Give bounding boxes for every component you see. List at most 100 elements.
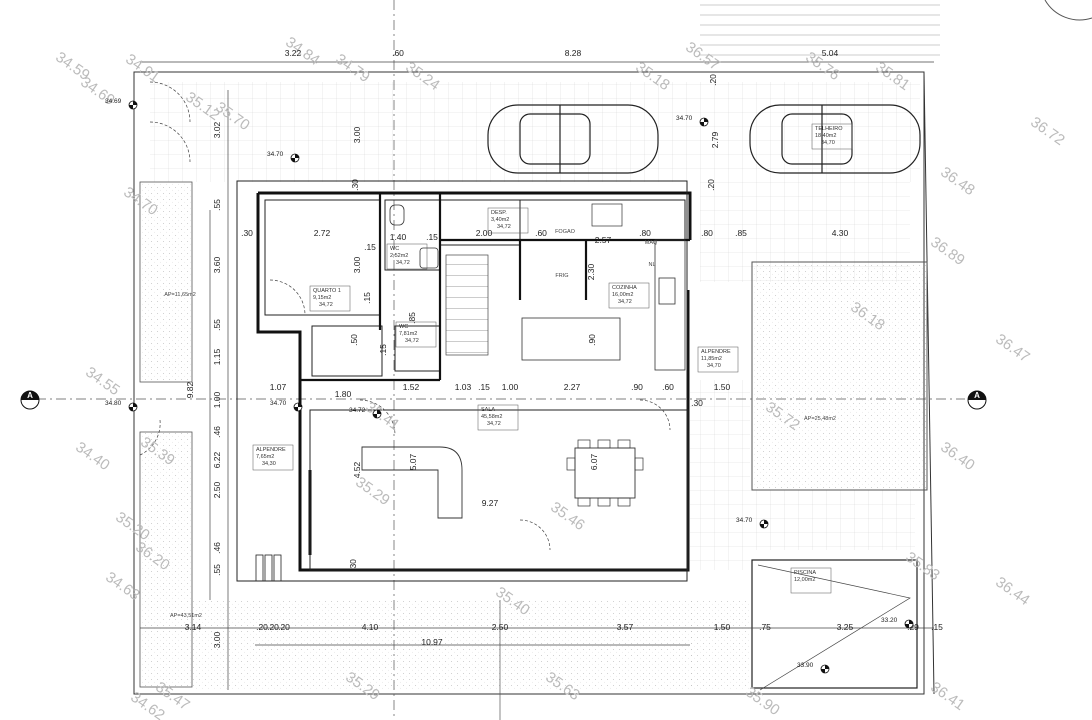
dimension-label: 2.30 [586, 263, 596, 280]
dimension-label: .29 [907, 622, 919, 632]
roof-top-right [700, 0, 940, 60]
room-area: 7,81m2 [399, 331, 417, 337]
corner-arc [1044, 0, 1092, 21]
dimension-label: .15 [378, 344, 388, 356]
dimension-label: 4.10 [362, 622, 379, 632]
kitchen-counter [654, 239, 686, 371]
contour-label: 36.89 [927, 234, 968, 269]
dimension-label: .85 [735, 228, 747, 238]
area-label: AP=11,65m2 [164, 292, 196, 298]
room-level: 34,72 [396, 260, 410, 266]
contour-label: 34.63 [102, 569, 143, 604]
fixture-label: FRIG [555, 273, 568, 279]
kitchen-island [521, 317, 621, 361]
room-name: SALA [481, 407, 495, 413]
dimension-label: 1.80 [335, 389, 352, 399]
section-mark-left: A [20, 390, 40, 410]
level-value: 34.69 [105, 98, 122, 105]
dining-table [574, 447, 636, 499]
contour-label: 36.72 [1027, 114, 1068, 149]
dimension-label: .55 [212, 564, 222, 576]
dimension-label: 1.15 [212, 348, 222, 365]
dimension-label: .60 [392, 48, 404, 58]
dimension-label: 2.27 [564, 382, 581, 392]
dimension-label: 2.50 [492, 622, 509, 632]
room-area: 18,40m2 [815, 133, 836, 139]
contour-label: 36.40 [937, 439, 978, 474]
contour-label: 34.55 [82, 364, 123, 399]
dimension-label: 1.40 [390, 232, 407, 242]
dimension-label: .20 [708, 74, 718, 86]
room-label-box [309, 285, 351, 312]
level-marker-icon [820, 664, 830, 674]
dimension-label: 3.00 [352, 126, 362, 143]
level-marker-icon [699, 117, 709, 127]
room-name: ALPENDRE [256, 447, 286, 453]
room-label-box [252, 444, 294, 471]
dimension-label: 3.22 [285, 48, 302, 58]
dimension-label: .30 [348, 559, 358, 571]
area-label: AP=25,48m2 [804, 416, 836, 422]
room-name: WC [390, 246, 399, 252]
dimension-total-label: 9.82 [185, 381, 195, 398]
house-walls [256, 191, 692, 572]
room-label-box [811, 123, 853, 150]
level-value: 33.20 [881, 617, 898, 624]
room-label-box [697, 346, 739, 373]
dimension-label: 5.07 [408, 453, 418, 470]
contour-label: 35.46 [547, 499, 588, 534]
room-label-box [487, 207, 529, 234]
room-label-box [477, 404, 519, 431]
dimension-label: 3.57 [617, 622, 634, 632]
room-level: 34,72 [487, 421, 501, 427]
level-value: 34.72 [349, 407, 366, 414]
dimension-label: 2.57 [595, 235, 612, 245]
room-name: TELHEIRO [815, 126, 843, 132]
kitchen-sink [658, 277, 676, 305]
room-area: 45,58m2 [481, 414, 502, 420]
level-value: 34.80 [105, 400, 122, 407]
room-name: QUARTO 1 [313, 288, 341, 294]
dimension-label: 2.79 [710, 131, 720, 148]
dimension-label: .55 [212, 319, 222, 331]
level-value: 34.70 [736, 517, 753, 524]
dimension-label: .15 [426, 232, 438, 242]
dimension-label: .20 [278, 622, 290, 632]
dimension-label: .50 [349, 334, 359, 346]
dimension-label: 4.30 [832, 228, 849, 238]
dimension-label: 1.07 [270, 382, 287, 392]
dimension-label: 3.60 [212, 256, 222, 273]
level-marker-icon [759, 519, 769, 529]
section-mark-right: A [967, 390, 987, 410]
dimension-label: .20 [706, 179, 716, 191]
room-area: 12,00m2 [794, 577, 815, 583]
level-value: 34.70 [270, 400, 287, 407]
dimension-label: .46 [212, 426, 222, 438]
room-name: ALPENDRE [701, 349, 731, 355]
dimension-label: .60 [535, 228, 547, 238]
pool [751, 559, 918, 689]
dimension-label: 6.22 [212, 451, 222, 468]
room-labels: QUARTO 19,15m234,72WC2,52m234,72DESP.3,4… [252, 123, 853, 594]
room-level: 34,70 [707, 363, 721, 369]
area-label: AP=43,51m2 [170, 613, 202, 619]
fixture-label: MAQ [645, 240, 658, 246]
room-label-box [790, 567, 832, 594]
level-value: 34.70 [676, 115, 693, 122]
dimension-label: 3.14 [185, 622, 202, 632]
dimension-label: 2.72 [314, 228, 331, 238]
dimension-label: .60 [662, 382, 674, 392]
paving-right-lower [690, 380, 750, 570]
room-name: PISCINA [794, 570, 816, 576]
dimension-label: .55 [212, 199, 222, 211]
room-level: 34,72 [405, 338, 419, 344]
dimension-label: .80 [639, 228, 651, 238]
dimension-label: 1.03 [455, 382, 472, 392]
contour-label: 35.83 [902, 549, 943, 584]
dimension-label: .15 [931, 622, 943, 632]
fixture-label: NL [648, 262, 655, 268]
dimension-label: .20 [256, 622, 268, 632]
dimension-label: .75 [759, 622, 771, 632]
